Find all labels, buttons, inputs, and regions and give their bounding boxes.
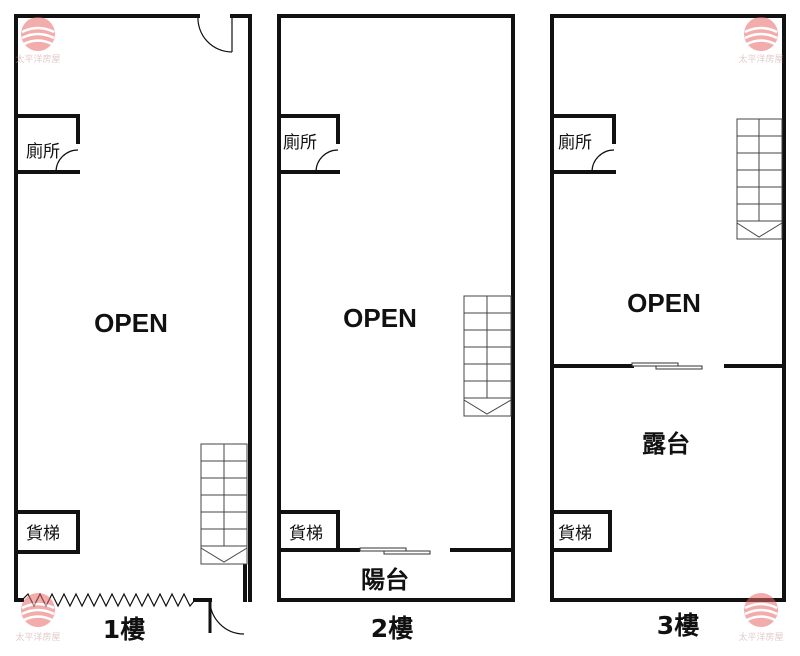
watermark-brand-text: 太平洋房屋: [738, 53, 783, 65]
floor-2-main-area-label: OPEN: [343, 303, 417, 333]
floor-2-floor-label: 2樓: [371, 614, 413, 643]
floor-3-plan: OPEN 廁所 貨梯 露台 3樓: [550, 14, 786, 640]
floor-3-staircase-icon: [736, 118, 783, 240]
floor-3-restroom-label: 廁所: [558, 132, 592, 153]
floor-1-staircase-icon: [200, 443, 248, 565]
floor-3-elevator-wall: [550, 510, 612, 552]
watermark-bottom-right: 太平洋房屋: [738, 593, 784, 643]
floor-1-elevator-label: 貨梯: [26, 524, 60, 544]
floor-1-folding-gate-icon: [21, 592, 196, 608]
floor-3-terrace-label: 露台: [642, 430, 690, 458]
floor-3-outer-wall: [550, 14, 786, 602]
floor-1-main-area-label: OPEN: [94, 308, 168, 338]
floor-2-elevator-wall: [277, 510, 340, 552]
watermark-brand-text: 太平洋房屋: [15, 53, 60, 65]
floor-2-staircase-icon: [463, 295, 512, 417]
floor-2-balcony-label: 陽台: [361, 566, 409, 594]
floor-3-main-area-label: OPEN: [627, 288, 701, 318]
floor-1-restroom-door-icon: [55, 149, 80, 173]
floor-2-sliding-door-icon: [359, 547, 431, 555]
floor-3-sliding-door-icon: [631, 362, 703, 370]
floor-2-restroom-label: 廁所: [283, 132, 317, 153]
floor-3-floor-label: 3樓: [657, 611, 699, 640]
floor-1-bottom-door-icon: [208, 599, 245, 635]
watermark-top-left: 太平洋房屋: [15, 17, 61, 65]
floor-1-floor-label: 1樓: [103, 615, 145, 644]
floor-2-outer-wall: [277, 14, 515, 602]
pacific-realty-logo-icon: [21, 593, 55, 627]
floor-1-elevator-wall: [14, 510, 80, 554]
floor-1-restroom-label: 廁所: [26, 141, 60, 162]
watermark-top-right: 太平洋房屋: [738, 17, 784, 65]
watermark-brand-text: 太平洋房屋: [738, 631, 783, 643]
floor-1-plan: OPEN 廁所 貨梯 1樓: [14, 14, 252, 644]
floor-3-restroom-door-icon: [591, 149, 616, 173]
floor-1-top-door-icon: [197, 15, 233, 53]
watermark-brand-text: 太平洋房屋: [15, 631, 60, 643]
floor-2-plan: OPEN 廁所 貨梯 陽台 2樓: [277, 14, 515, 643]
floor-2-elevator-label: 貨梯: [289, 524, 323, 544]
pacific-realty-logo-icon: [21, 17, 55, 51]
watermark-bottom-left: 太平洋房屋: [15, 593, 61, 643]
floor-2-restroom-door-icon: [315, 149, 340, 173]
pacific-realty-logo-icon: [744, 593, 778, 627]
pacific-realty-logo-icon: [744, 17, 778, 51]
floor-3-elevator-label: 貨梯: [558, 524, 592, 544]
floor-1-outer-wall: [14, 14, 252, 602]
